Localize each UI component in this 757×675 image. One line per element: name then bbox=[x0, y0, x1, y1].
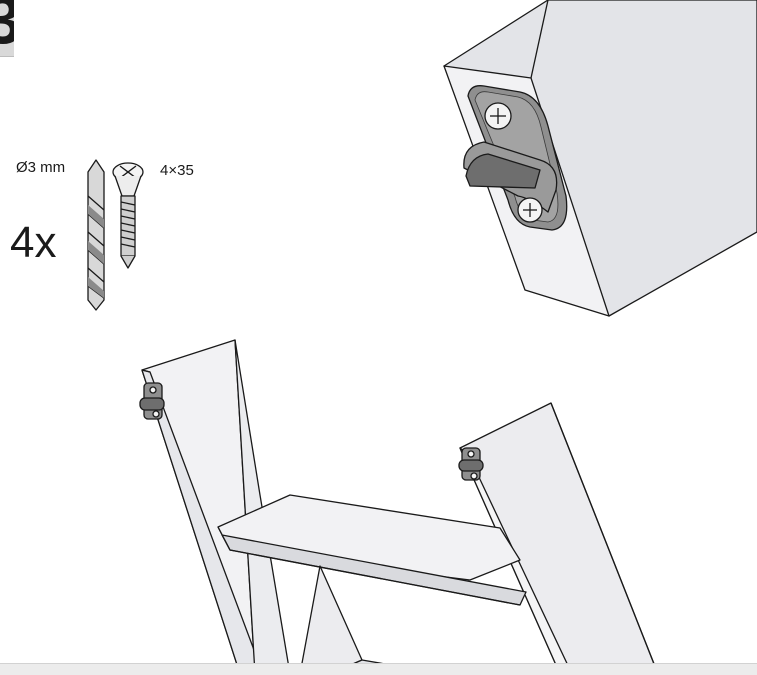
screw-size-label: 4×35 bbox=[160, 162, 194, 179]
drill-bit-icon bbox=[87, 159, 105, 311]
step-badge: 3 bbox=[0, 0, 14, 57]
step-number: 3 bbox=[0, 0, 14, 54]
screw-icon bbox=[112, 162, 144, 269]
ladder-frame bbox=[139, 339, 659, 674]
bracket-icon bbox=[458, 447, 484, 481]
bracket-icon bbox=[463, 85, 568, 231]
bracket-icon bbox=[139, 382, 165, 420]
beam-closeup bbox=[443, 0, 757, 317]
quantity-label: 4x bbox=[10, 218, 57, 267]
bottom-band bbox=[0, 663, 757, 675]
phillips-screw-icon bbox=[484, 102, 512, 130]
drill-diameter-label: Ø3 mm bbox=[16, 159, 66, 176]
phillips-screw-icon bbox=[517, 197, 543, 223]
